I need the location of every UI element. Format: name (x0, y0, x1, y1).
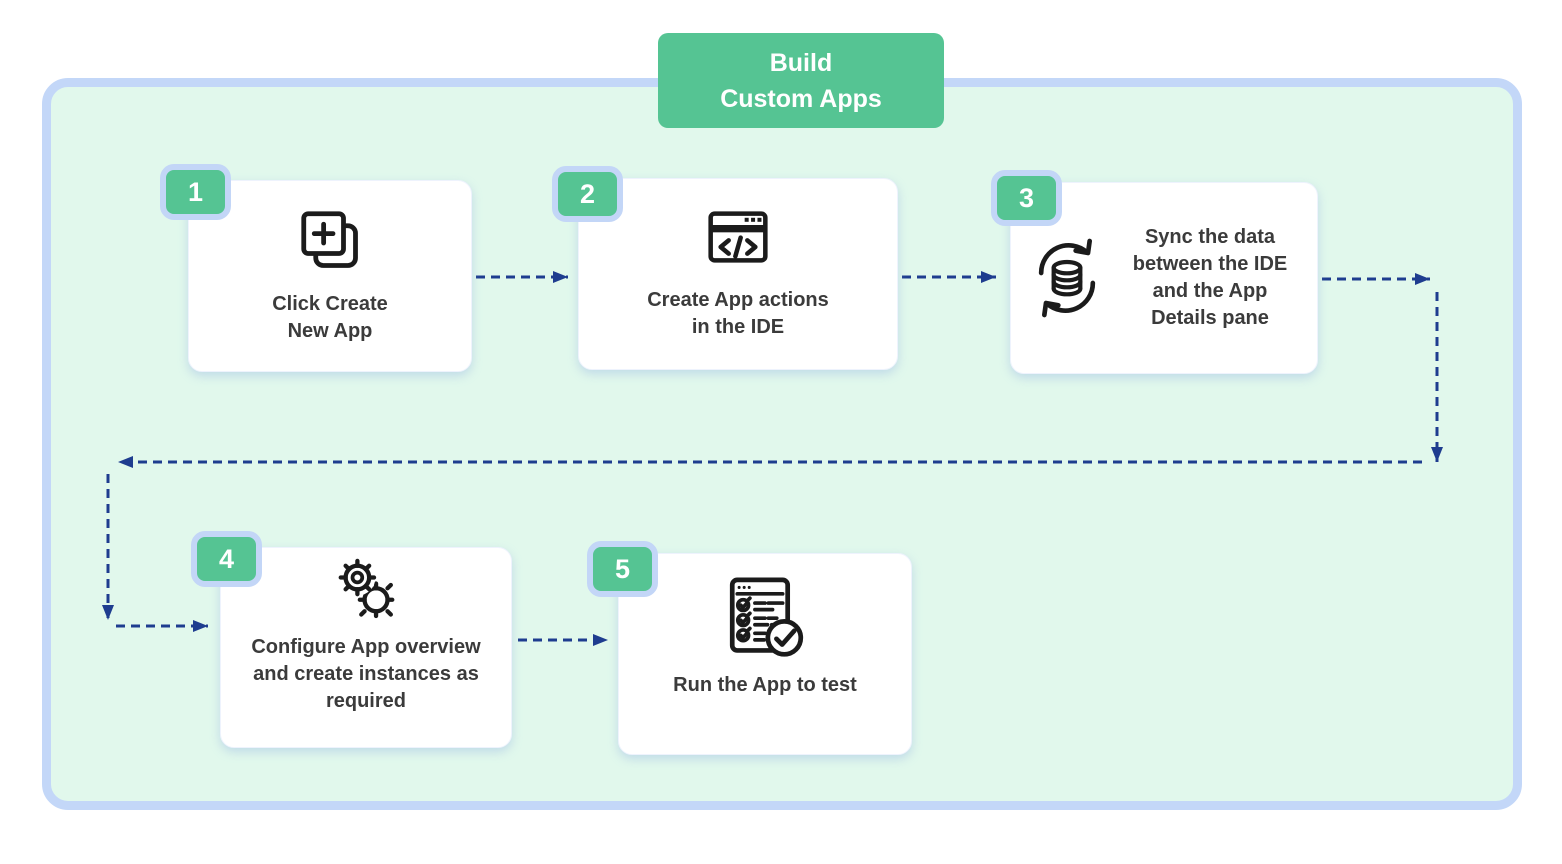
step-number-badge-1: 1 (160, 164, 231, 220)
step-card-3: Sync the data between the IDE and the Ap… (1010, 182, 1318, 374)
diagram-title: Build Custom Apps (658, 33, 944, 128)
checklist-check-icon (721, 574, 809, 658)
step-number-badge-5: 5 (587, 541, 658, 597)
step-card-4: Configure App overview and create instan… (220, 547, 512, 748)
step-number-badge-3: 3 (991, 170, 1062, 226)
code-window-icon (706, 209, 770, 265)
step-label-5: Run the App to test (673, 674, 857, 696)
step-label-4: Configure App overview and create instan… (251, 636, 481, 712)
add-app-icon (297, 207, 363, 273)
step-label-1: Click Create New App (272, 293, 388, 342)
step-label-3: Sync the data between the IDE and the Ap… (1132, 226, 1288, 329)
step-card-2: Create App actions in the IDE (578, 178, 898, 370)
step-number-badge-4: 4 (191, 531, 262, 587)
gears-icon (331, 556, 401, 622)
step-number-badge-2: 2 (552, 166, 623, 222)
step-label-2: Create App actions in the IDE (647, 289, 829, 338)
step-card-5: Run the App to test (618, 553, 912, 755)
sync-database-icon (1027, 238, 1107, 318)
step-card-1: Click Create New App (188, 180, 472, 372)
